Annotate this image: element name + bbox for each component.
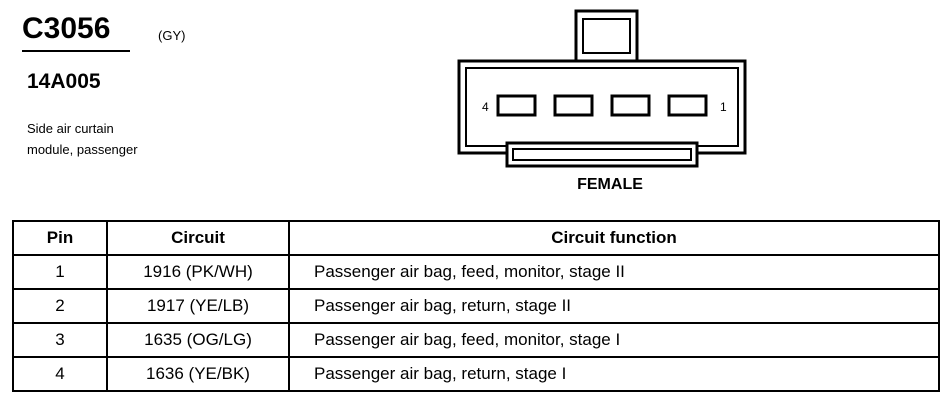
connector-keyway-inner	[512, 148, 692, 161]
circuit-cell: 1917 (YE/LB)	[106, 288, 290, 324]
function-cell: Passenger air bag, feed, monitor, stage …	[288, 322, 940, 358]
pin-4-label: 4	[482, 100, 489, 114]
pin-table-header-row: Pin Circuit Circuit function	[12, 220, 940, 256]
table-row: 4 1636 (YE/BK) Passenger air bag, return…	[12, 356, 940, 392]
pin-cavity-1	[667, 94, 708, 117]
pin-cavity-4	[496, 94, 537, 117]
function-cell: Passenger air bag, return, stage I	[288, 356, 940, 392]
pin-cavity-3	[553, 94, 594, 117]
table-row: 1 1916 (PK/WH) Passenger air bag, feed, …	[12, 254, 940, 290]
circuit-cell: 1636 (YE/BK)	[106, 356, 290, 392]
description-line-2: module, passenger	[27, 142, 138, 157]
pin-cavity-2	[610, 94, 651, 117]
header-pin: Pin	[12, 220, 108, 256]
header-circuit-function: Circuit function	[288, 220, 940, 256]
function-cell: Passenger air bag, feed, monitor, stage …	[288, 254, 940, 290]
function-cell: Passenger air bag, return, stage II	[288, 288, 940, 324]
circuit-cell: 1635 (OG/LG)	[106, 322, 290, 358]
pin-table: Pin Circuit Circuit function 1 1916 (PK/…	[12, 220, 940, 392]
locking-tab-inner	[582, 18, 631, 54]
connector-description: Side air curtain module, passenger	[27, 118, 138, 160]
pin-cell: 1	[12, 254, 108, 290]
pin-cell: 2	[12, 288, 108, 324]
pin-cell: 4	[12, 356, 108, 392]
part-number: 14A005	[27, 70, 101, 93]
pin-1-label: 1	[720, 100, 727, 114]
connector-gender-label: FEMALE	[577, 176, 643, 193]
connector-id-underline	[22, 50, 130, 52]
header-circuit: Circuit	[106, 220, 290, 256]
pin-cell: 3	[12, 322, 108, 358]
description-line-1: Side air curtain	[27, 121, 114, 136]
connector-face-diagram: 4 1	[457, 9, 747, 168]
circuit-cell: 1916 (PK/WH)	[106, 254, 290, 290]
connector-id: C3056	[22, 12, 111, 45]
connector-color-code: (GY)	[158, 28, 186, 43]
table-row: 3 1635 (OG/LG) Passenger air bag, feed, …	[12, 322, 940, 358]
connector-keyway	[505, 141, 699, 168]
table-row: 2 1917 (YE/LB) Passenger air bag, return…	[12, 288, 940, 324]
